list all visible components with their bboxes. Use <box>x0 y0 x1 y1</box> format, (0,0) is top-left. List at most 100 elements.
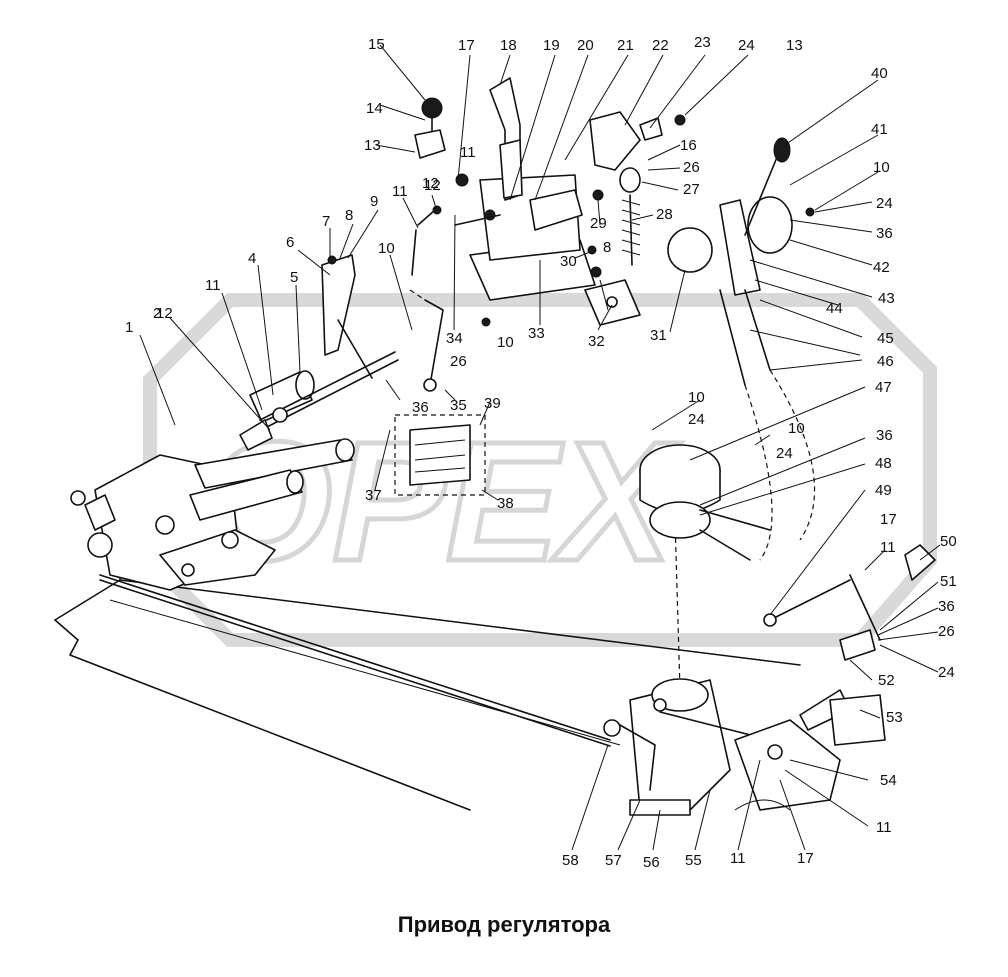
callout-16: 16 <box>680 137 697 154</box>
callout-36-c: 36 <box>876 427 893 444</box>
callout-45: 45 <box>877 330 894 347</box>
callout-27: 27 <box>683 181 700 198</box>
figure-caption: Привод регулятора <box>397 912 611 937</box>
small-fasteners <box>481 189 604 327</box>
callout-36-d: 36 <box>938 598 955 615</box>
callout-37: 37 <box>365 487 382 504</box>
callout-24-c: 24 <box>688 411 705 428</box>
callout-2: 2 <box>153 305 161 322</box>
right-governor-lever <box>667 137 815 386</box>
pedal-lever <box>589 111 686 266</box>
callout-21: 21 <box>617 37 634 54</box>
callout-36: 36 <box>412 399 429 416</box>
leader-lines <box>139 44 941 851</box>
callout-53: 53 <box>886 709 903 726</box>
callout-8-b: 8 <box>603 239 611 256</box>
link-34 <box>411 205 444 392</box>
callout-11-b: 11 <box>460 144 476 161</box>
callout-44: 44 <box>826 300 843 317</box>
callout-5: 5 <box>290 269 298 286</box>
callout-6: 6 <box>286 234 294 251</box>
actuator-47 <box>639 444 771 561</box>
callout-10: 10 <box>378 240 395 257</box>
callout-38: 38 <box>497 495 514 512</box>
knob-assembly <box>414 97 446 159</box>
callout-32: 32 <box>588 333 605 350</box>
lever-6 <box>321 254 373 379</box>
callout-30: 30 <box>560 253 577 270</box>
callout-48: 48 <box>875 455 892 472</box>
callout-50: 50 <box>940 533 957 550</box>
callout-57: 57 <box>605 852 622 869</box>
callout-29: 29 <box>590 215 607 232</box>
long-control-rod <box>99 574 611 747</box>
callout-10-d: 10 <box>788 420 805 437</box>
callout-10-e: 10 <box>873 159 890 176</box>
callout-14: 14 <box>366 100 383 117</box>
callout-33: 33 <box>528 325 545 342</box>
callout-labels: 1 2 4 5 6 7 8 9 10 11 12 13 14 15 16 17 … <box>125 34 957 871</box>
callout-47: 47 <box>875 379 892 396</box>
callout-1: 1 <box>125 319 133 336</box>
callout-42: 42 <box>873 259 890 276</box>
callout-15: 15 <box>368 36 385 53</box>
callout-56: 56 <box>643 854 660 871</box>
governor-housing <box>603 678 841 816</box>
callout-18: 18 <box>500 37 517 54</box>
callout-22: 22 <box>652 37 669 54</box>
callout-46: 46 <box>877 353 894 370</box>
callout-52: 52 <box>878 672 895 689</box>
repeated-callouts: 10 10 10 10 11 11 11 11 11 12 13 8 17 17… <box>156 37 955 867</box>
callout-24: 24 <box>738 37 755 54</box>
callout-36-b: 36 <box>876 225 893 242</box>
callout-40: 40 <box>871 65 888 82</box>
callout-28: 28 <box>656 206 673 223</box>
servo-cylinder <box>239 351 399 451</box>
detail-insert <box>409 424 471 486</box>
callout-11-c: 11 <box>392 183 408 200</box>
callout-10-c: 10 <box>688 389 705 406</box>
callout-43: 43 <box>878 290 895 307</box>
callout-12-c: 12 <box>422 175 439 192</box>
callout-23: 23 <box>694 34 711 51</box>
callout-55: 55 <box>685 852 702 869</box>
callout-13: 13 <box>364 137 381 154</box>
callout-12: 12 <box>424 177 441 194</box>
callout-34: 34 <box>446 330 463 347</box>
pump-housing <box>70 454 276 591</box>
callout-12-b: 12 <box>156 305 173 322</box>
callout-9: 9 <box>370 193 378 210</box>
callout-11-e: 11 <box>876 819 892 836</box>
callout-11-d: 11 <box>880 539 896 556</box>
callout-8: 8 <box>345 207 353 224</box>
right-linkage <box>763 544 936 746</box>
callout-7: 7 <box>322 213 330 230</box>
callout-51: 51 <box>940 573 957 590</box>
callout-26-b: 26 <box>450 353 467 370</box>
callout-41: 41 <box>871 121 888 138</box>
callout-17-c: 17 <box>797 850 814 867</box>
cable-runs <box>394 289 816 691</box>
callout-4: 4 <box>248 250 256 267</box>
callout-58: 58 <box>562 852 579 869</box>
callout-19: 19 <box>543 37 560 54</box>
callout-11: 11 <box>205 277 221 294</box>
callout-26: 26 <box>683 159 700 176</box>
callout-31: 31 <box>650 327 667 344</box>
callout-17: 17 <box>458 37 475 54</box>
callout-26-c: 26 <box>938 623 955 640</box>
hoses <box>189 438 355 521</box>
callout-54: 54 <box>880 772 897 789</box>
callout-24-b: 24 <box>876 195 893 212</box>
callout-17-b: 17 <box>880 511 897 528</box>
callout-11-f: 11 <box>730 850 746 867</box>
callout-49: 49 <box>875 482 892 499</box>
callout-35: 35 <box>450 397 467 414</box>
callout-13-b: 13 <box>786 37 803 54</box>
callout-24-e: 24 <box>938 664 955 681</box>
bracket-32 <box>584 279 641 326</box>
callout-39: 39 <box>484 395 501 412</box>
callout-20: 20 <box>577 37 594 54</box>
callout-10-b: 10 <box>497 334 514 351</box>
